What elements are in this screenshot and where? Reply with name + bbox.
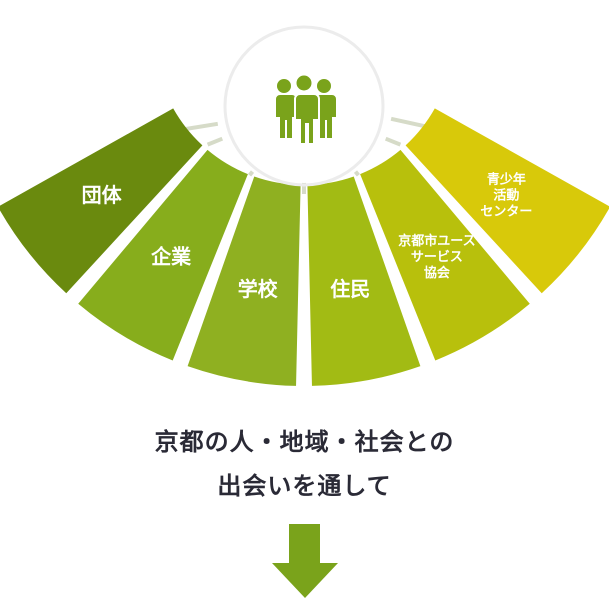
segment-label-line: 企業 [150, 244, 192, 268]
segment-label-line: サービス [411, 249, 463, 265]
center-hub [223, 25, 385, 187]
segment-youth-center: 青少年活動センター [405, 108, 609, 294]
segment-shape-jumin [307, 176, 421, 386]
segment-shape-gakko [187, 176, 301, 386]
segment-shape-youth-center [405, 108, 609, 294]
segment-shape-dantai [0, 108, 203, 294]
segment-label-youth-center: 青少年活動センター [480, 172, 532, 220]
segment-label-line: センター [480, 205, 532, 220]
connector-line [384, 136, 402, 147]
segment-youth-service: 京都市ユースサービス協会 [360, 149, 530, 361]
segment-label-line: 京都市ユース [398, 233, 475, 249]
segment-label-jumin: 住民 [330, 277, 370, 301]
segment-label-youth-service: 京都市ユースサービス協会 [398, 233, 475, 281]
segment-label-line: 学校 [238, 277, 279, 301]
segment-gakko: 学校 [187, 176, 301, 386]
connector-line [206, 136, 224, 147]
connector-line [248, 170, 255, 177]
segment-label-gakko: 学校 [238, 277, 279, 301]
segment-label-line: 青少年 [487, 172, 526, 188]
down-arrow-head [272, 563, 338, 598]
segment-kigyo: 企業 [78, 149, 248, 361]
segment-dantai: 団体 [0, 108, 203, 294]
segment-shape-youth-service [360, 149, 530, 361]
segment-label-line: 団体 [82, 183, 123, 207]
connector-line [353, 170, 360, 177]
segment-label-line: 活動 [493, 188, 519, 204]
caption-line-2: 出会いを通して [217, 472, 392, 500]
center-hub-ring [223, 25, 385, 187]
segment-label-line: 協会 [424, 265, 451, 281]
down-arrow [272, 524, 338, 598]
segment-jumin: 住民 [307, 176, 421, 386]
caption-line-1: 京都の人・地域・社会との [154, 428, 455, 456]
segments: 団体企業学校住民京都市ユースサービス協会青少年活動センター [0, 108, 609, 386]
segment-label-kigyo: 企業 [150, 244, 192, 268]
down-arrow-stem [289, 524, 320, 566]
people-group-icon [276, 73, 336, 145]
segment-label-dantai: 団体 [82, 183, 123, 207]
segment-shape-kigyo [78, 149, 248, 361]
segment-label-line: 住民 [330, 277, 370, 301]
